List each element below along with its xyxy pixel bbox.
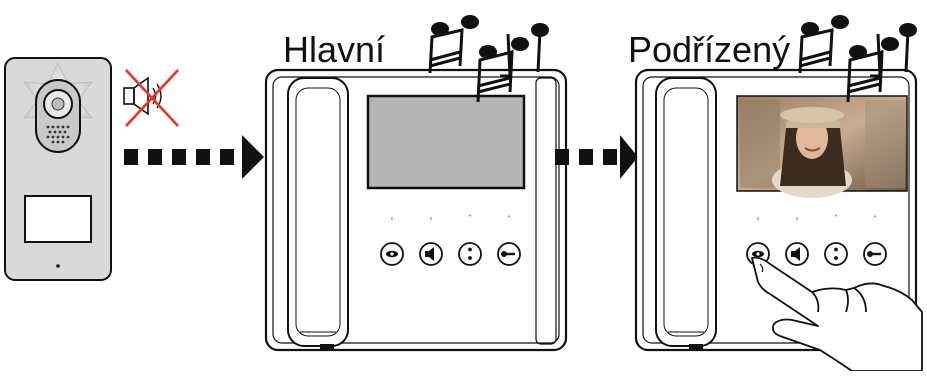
svg-text:›: › xyxy=(795,214,798,223)
svg-text:‹: ‹ xyxy=(390,214,393,223)
screen-off xyxy=(366,94,526,190)
menu-dots-icon xyxy=(824,242,848,266)
svg-text:˄: ˄ xyxy=(873,215,877,224)
slave-monitor: ‹ › ˅ ˄ xyxy=(634,68,918,352)
slave-monitor-label: Podřízený xyxy=(628,29,791,70)
svg-text:‹: ‹ xyxy=(756,214,759,223)
dashed-arrow-2 xyxy=(555,135,638,179)
video-screen xyxy=(736,95,908,198)
handset xyxy=(655,77,717,347)
svg-text:˄: ˄ xyxy=(507,215,511,224)
svg-text:›: › xyxy=(429,214,432,223)
handset xyxy=(287,77,349,347)
svg-text:˅: ˅ xyxy=(468,214,472,223)
door-station-icon xyxy=(4,57,112,281)
nav-arrows: ‹ › ˅ ˄ xyxy=(390,214,511,224)
menu-dots-icon xyxy=(458,242,482,266)
main-monitor-label: Hlavní xyxy=(283,29,386,70)
music-note-icon xyxy=(798,15,917,103)
svg-text:˅: ˅ xyxy=(834,214,838,223)
dashed-arrow-1 xyxy=(124,135,264,179)
main-monitor: ‹ › ˅ ˄ xyxy=(264,68,568,352)
nav-arrows: ‹ › ˅ ˄ xyxy=(756,214,877,224)
music-note-icon xyxy=(428,15,549,103)
speaker-muted-icon xyxy=(123,69,179,127)
